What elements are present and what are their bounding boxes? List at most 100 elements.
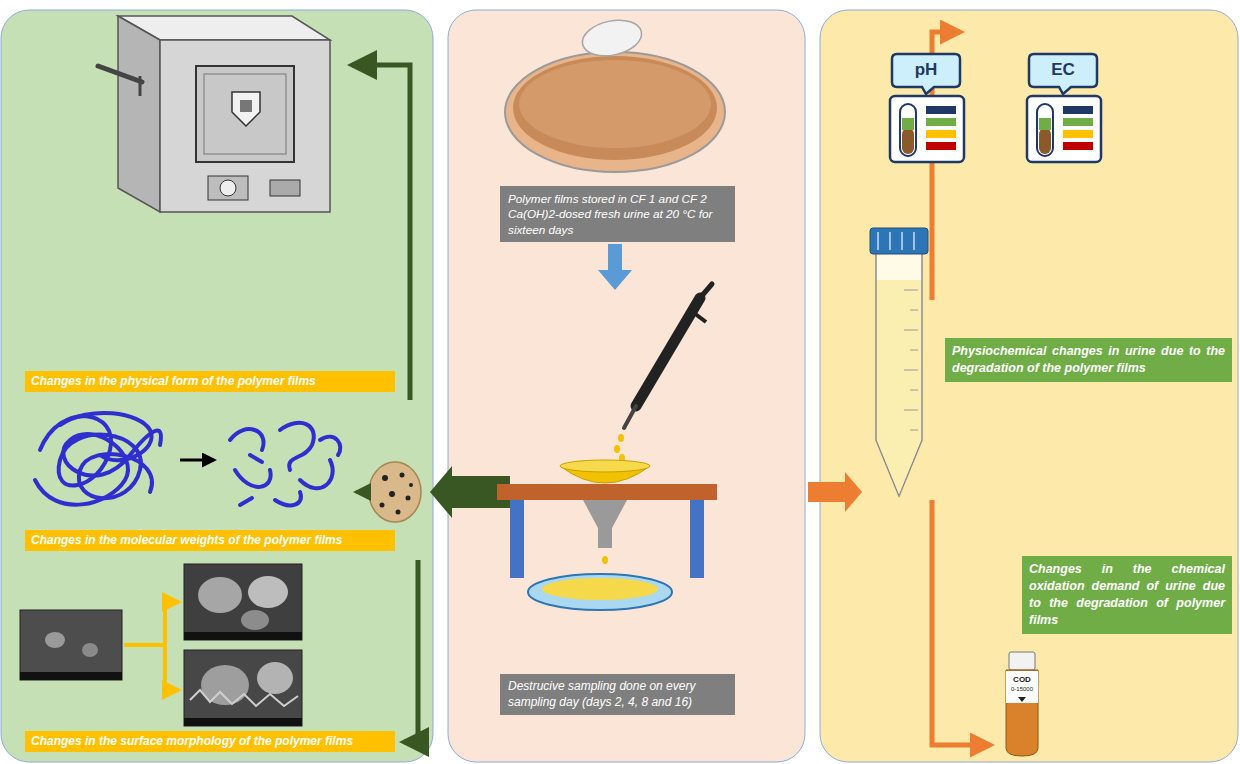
green-arrows-part	[404, 560, 418, 742]
icon-label: EC	[1029, 61, 1097, 78]
result-box: Changes in the chemical oxidation demand…	[1022, 556, 1232, 634]
centrifuge-tube-part-part	[910, 350, 918, 351]
polymer-disc	[369, 462, 421, 522]
ec-meter-icon	[1027, 54, 1101, 162]
muffle-furnace-part	[98, 66, 142, 82]
pipette-part	[690, 310, 706, 322]
centrifuge-tube-part	[901, 232, 903, 250]
polymer-chains-part	[280, 423, 314, 470]
result-box: Changes in the physical form of the poly…	[25, 371, 395, 392]
polymer-chains-part	[60, 413, 152, 460]
sem-images-part	[45, 632, 65, 648]
ec-meter-icon-part	[1063, 118, 1093, 126]
centrifuge-tube-part	[889, 232, 891, 250]
icon-label: pH	[892, 61, 960, 78]
sem-images-part	[20, 610, 122, 680]
centrifuge-tube-part	[870, 228, 928, 254]
centrifuge-tube-part	[877, 280, 921, 494]
polymer-disc-part	[380, 503, 385, 508]
ph-meter-icon-part	[926, 142, 956, 150]
polymer-chains-part	[240, 498, 252, 505]
sem-images-part	[82, 643, 98, 657]
muffle-furnace-part	[204, 74, 286, 154]
sem-images-part	[248, 576, 288, 608]
panels-part	[1, 10, 433, 762]
centrifuge-tube-part	[904, 290, 918, 430]
polymer-chains	[35, 413, 340, 505]
ec-meter-icon-part	[1039, 118, 1051, 130]
ph-meter-icon-part	[926, 118, 956, 126]
panels-part	[448, 10, 805, 762]
centrifuge-tube-part-part	[910, 310, 918, 311]
filtration-setup-part	[602, 556, 608, 564]
box-text: Changes in the chemical oxidation demand…	[1029, 561, 1225, 629]
sem-images-part	[184, 650, 302, 726]
green-arrows-part	[352, 65, 410, 400]
petri-dish-part	[505, 52, 725, 172]
pipette	[614, 284, 712, 462]
centrifuge-tube-part-part	[904, 370, 918, 371]
pipette-part	[700, 284, 712, 298]
sem-connector-part	[165, 645, 178, 690]
icon-label: 0-15000	[1006, 686, 1038, 692]
box-text: Changes in the physical form of the poly…	[31, 374, 389, 389]
cod-vial	[1006, 652, 1038, 756]
polymer-disc-part	[409, 483, 413, 487]
petri-dish-part	[513, 56, 717, 160]
result-box: Changes in the molecular weights of the …	[25, 530, 395, 551]
box-text: Physiochemical changes in urine due to t…	[952, 343, 1225, 377]
sem-connector	[124, 602, 178, 690]
panels	[1, 10, 1238, 762]
filtration-setup	[497, 460, 717, 610]
result-box: Changes in the surface morphology of the…	[25, 731, 395, 752]
muffle-furnace-part	[196, 66, 294, 162]
polymer-disc-part	[382, 475, 388, 481]
pipette-part	[624, 406, 636, 428]
ec-meter-icon-part	[1063, 130, 1093, 138]
polymer-disc-part	[369, 462, 421, 522]
blue-arrow	[598, 244, 632, 290]
centrifuge-tube-part	[913, 232, 915, 250]
polymer-chains-part	[235, 470, 271, 487]
muffle-furnace-part	[232, 92, 260, 126]
centrifuge-tube-part-part	[910, 430, 918, 431]
petri-dish-part	[519, 60, 711, 148]
box-text: Polymer films stored in CF 1 and CF 2 Ca…	[508, 191, 727, 237]
orange-arrow	[808, 472, 862, 512]
sem-images-part	[184, 718, 302, 726]
pipette-part	[614, 445, 620, 453]
ph-meter-icon-part	[892, 54, 960, 94]
polymer-chains-part	[230, 429, 264, 450]
muffle-furnace-part	[240, 100, 252, 112]
sem-images	[20, 564, 302, 726]
ec-meter-icon-part	[1039, 128, 1051, 154]
ph-meter-icon	[890, 54, 964, 162]
polymer-chains-part	[35, 431, 161, 505]
petri-dish-part	[579, 15, 645, 61]
sem-connector-part	[165, 602, 178, 645]
sem-connector-part	[124, 643, 165, 647]
filtration-setup-part	[560, 460, 650, 472]
filtration-setup-part	[528, 574, 672, 610]
filtration-setup-part	[583, 500, 627, 548]
polymer-disc-part	[396, 510, 401, 515]
centrifuge-tube-part-part	[904, 410, 918, 411]
pipette-part	[618, 434, 624, 442]
ph-meter-icon-part	[900, 104, 916, 156]
cod-vial-part	[1018, 697, 1026, 702]
centrifuge-tube-part	[877, 232, 879, 250]
green-arrows	[352, 65, 510, 742]
orange-connectors-part	[932, 500, 990, 745]
ec-meter-icon-part	[1029, 54, 1097, 94]
sem-images-part	[198, 577, 242, 613]
filtration-setup-part	[497, 484, 717, 500]
box-text: Changes in the surface morphology of the…	[31, 734, 389, 749]
ph-meter-icon-part	[902, 128, 914, 154]
filtration-setup-part	[510, 500, 524, 578]
ec-meter-icon-part	[1063, 142, 1093, 150]
petri-dish	[505, 15, 725, 172]
ec-meter-icon-part	[1063, 106, 1093, 114]
muffle-furnace-part	[220, 180, 236, 196]
ph-meter-icon-part	[890, 96, 964, 162]
